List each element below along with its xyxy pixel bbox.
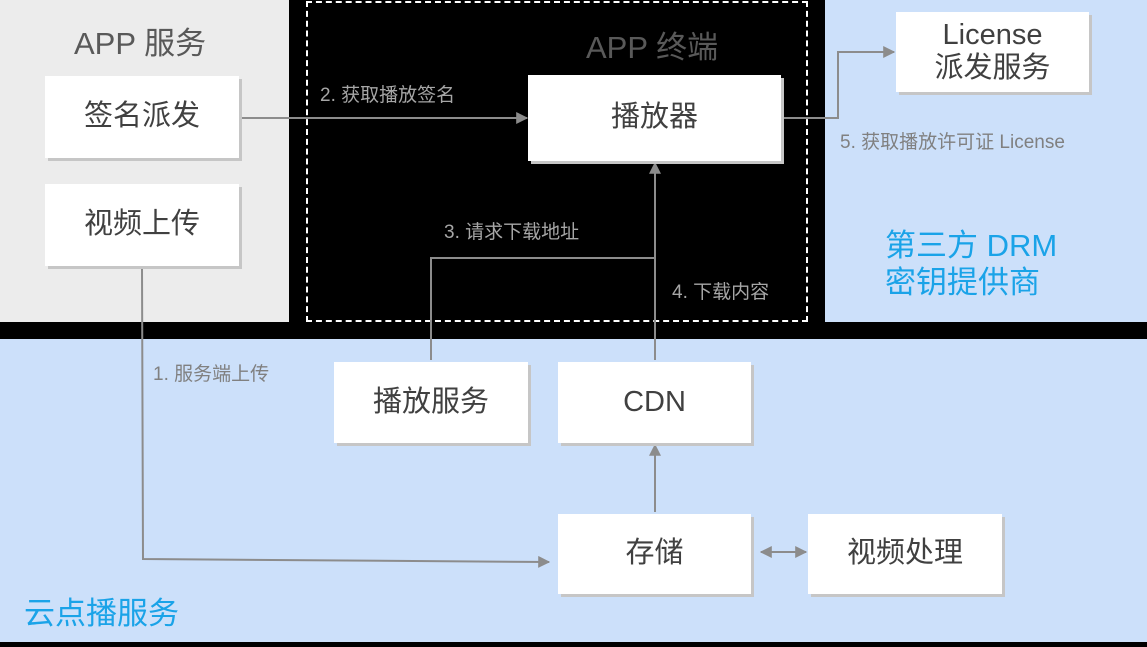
video-processing-box: 视频处理: [808, 514, 1002, 594]
license-service-label-line1: License: [942, 18, 1043, 51]
app-terminal-region: [306, 1, 808, 322]
video-processing-label: 视频处理: [846, 537, 963, 570]
edge-upload-to-storage: [141, 267, 551, 568]
video-upload-box: 视频上传: [45, 184, 239, 266]
storage-label: 存储: [625, 537, 684, 570]
edge-player-to-license: [783, 46, 896, 119]
app-service-title: APP 服务: [74, 26, 207, 61]
edge-label-step1: 1. 服务端上传: [153, 364, 270, 385]
cdn-box: CDN: [558, 362, 751, 443]
drm-provider-title-line2: 密钥提供商: [885, 265, 1040, 301]
signature-dispatch-box: 签名派发: [45, 76, 239, 158]
app-service-region: [0, 0, 289, 322]
edge-request-download-url: [430, 257, 655, 360]
vod-service-title: 云点播服务: [24, 596, 179, 631]
edge-label-step5: 5. 获取播放许可证 License: [840, 132, 1065, 153]
storage-box: 存储: [558, 514, 751, 594]
edge-label-step4: 4. 下载内容: [672, 282, 770, 303]
player-label: 播放器: [610, 101, 698, 134]
license-service-box: License 派发服务: [896, 12, 1089, 92]
license-service-label-line2: 派发服务: [934, 52, 1051, 84]
cdn-label: CDN: [623, 385, 686, 418]
drm-provider-title-line1: 第三方 DRM: [885, 228, 1058, 263]
drm-provider-title: 第三方 DRM 密钥提供商: [885, 227, 1057, 301]
edge-label-step2: 2. 获取播放签名: [320, 85, 456, 106]
playback-service-box: 播放服务: [334, 362, 528, 443]
app-terminal-title: APP 终端: [586, 30, 719, 65]
player-box: 播放器: [528, 75, 781, 161]
signature-dispatch-label: 签名派发: [83, 100, 200, 133]
playback-service-label: 播放服务: [372, 385, 489, 418]
edge-label-step3: 3. 请求下载地址: [444, 222, 580, 243]
video-upload-label: 视频上传: [83, 208, 200, 241]
